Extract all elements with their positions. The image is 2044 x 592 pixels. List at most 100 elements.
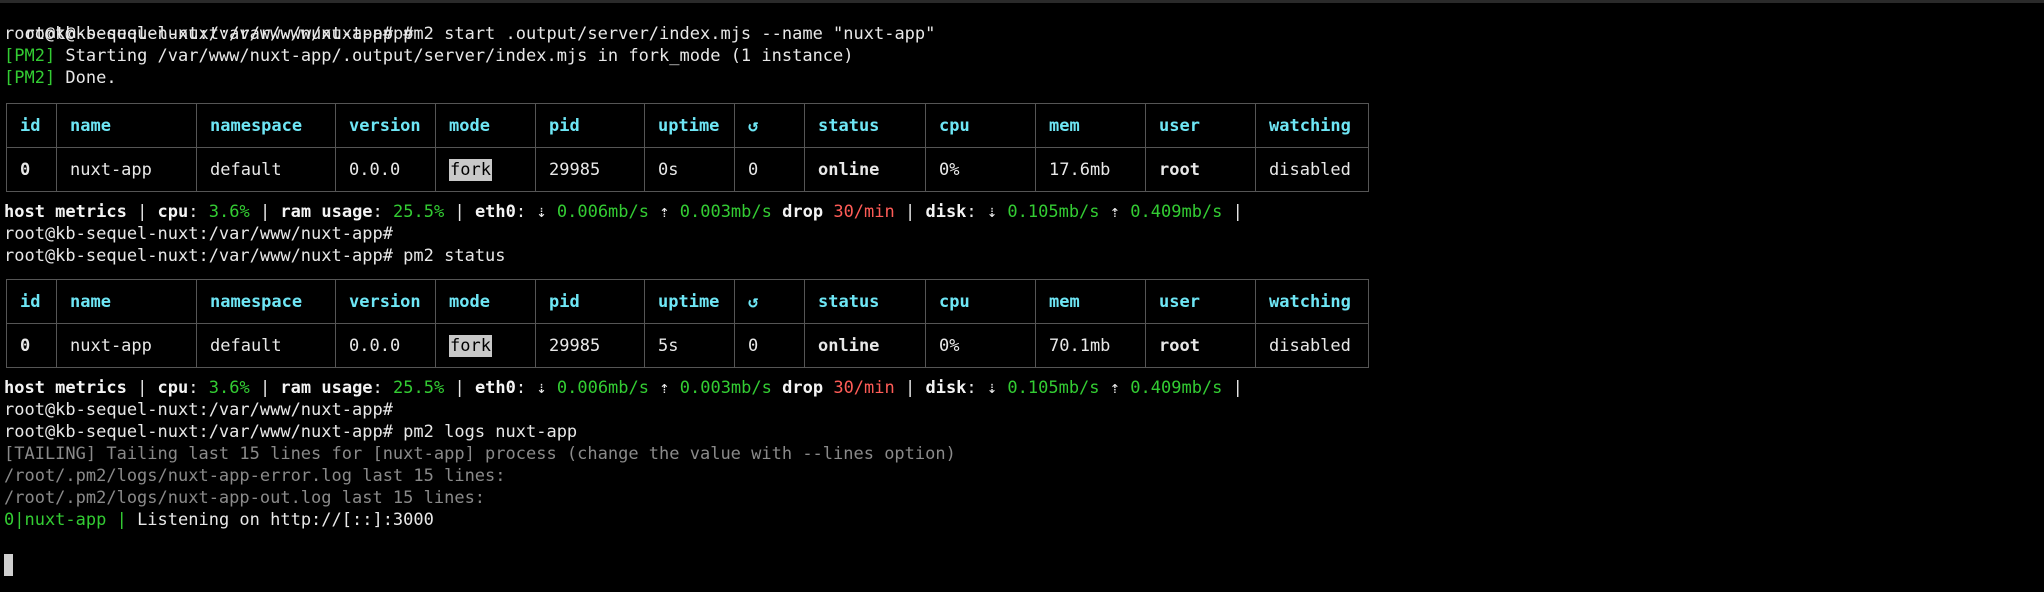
up-arrow-icon: ⇡ xyxy=(659,378,670,398)
eth-label: eth0 xyxy=(474,378,516,398)
eth-down-value: 0.006mb/s xyxy=(556,378,649,398)
metrics-separator: | xyxy=(126,202,158,222)
process-table: id name namespace version mode pid uptim… xyxy=(6,279,1369,368)
cell-user: root xyxy=(1145,147,1256,192)
prompt: root@kb-sequel-nuxt:/var/www/nuxt-app# xyxy=(4,422,393,442)
mode-badge: fork xyxy=(449,158,492,181)
prompt-line: root@kb-sequel-nuxt:/var/www/nuxt-app# xyxy=(4,223,393,245)
cell-pid: 29985 xyxy=(535,323,645,368)
out-log-header: /root/.pm2/logs/nuxt-app-out.log last 15… xyxy=(4,488,486,508)
cell-id: 0 xyxy=(6,147,57,192)
disk-read-value: 0.105mb/s xyxy=(1007,202,1100,222)
cell-namespace: default xyxy=(196,147,336,192)
process-table: id name namespace version mode pid uptim… xyxy=(6,103,1369,192)
cell-version: 0.0.0 xyxy=(335,323,436,368)
cell-name: nuxt-app xyxy=(56,147,197,192)
down-arrow-icon: ⇣ xyxy=(986,378,998,398)
header-cpu: cpu xyxy=(925,103,1036,148)
log-entry: 0|nuxt-app | Listening on http://[::]:30… xyxy=(4,509,434,531)
prompt: root@kb-sequel-nuxt:/var/www/nuxt-app# xyxy=(4,246,393,266)
terminal-cursor[interactable] xyxy=(4,554,13,576)
header-pid: pid xyxy=(535,103,645,148)
down-arrow-icon: ⇣ xyxy=(986,202,998,222)
log-text: Listening on http://[::]:3000 xyxy=(126,510,434,530)
cpu-label: cpu xyxy=(157,202,189,222)
ram-label: ram usage xyxy=(280,202,373,222)
header-name: name xyxy=(56,103,197,148)
header-name: name xyxy=(56,279,197,324)
ram-value: 25.5% xyxy=(393,378,445,398)
colon: : xyxy=(188,378,209,398)
header-status: status xyxy=(804,279,926,324)
mode-badge: fork xyxy=(449,334,492,357)
colon: : xyxy=(372,202,394,222)
command-text: pm2 start .output/server/index.mjs --nam… xyxy=(392,24,936,44)
ram-label: ram usage xyxy=(280,378,373,398)
header-version: version xyxy=(335,279,436,324)
drop-label: drop xyxy=(782,202,824,222)
cell-mode: fork xyxy=(435,147,536,192)
prompt: root@kb-sequel-nuxt:/var/www/nuxt-app# xyxy=(4,224,393,244)
header-mem: mem xyxy=(1035,103,1146,148)
pm2-tag: [PM2] xyxy=(4,68,56,88)
done-message-text: Done. xyxy=(55,68,117,88)
header-version: version xyxy=(335,103,436,148)
cell-pid: 29985 xyxy=(535,147,645,192)
up-arrow-icon: ⇡ xyxy=(1109,378,1121,398)
start-message-text: Starting /var/www/nuxt-app/.output/serve… xyxy=(55,46,854,66)
host-metrics-line: host metrics | cpu: 3.6% | ram usage: 25… xyxy=(4,377,1243,399)
eth-up-value: 0.003mb/s xyxy=(679,202,772,222)
colon: : xyxy=(372,378,394,398)
drop-value: 30/min xyxy=(833,202,895,222)
header-id: id xyxy=(6,279,57,324)
header-namespace: namespace xyxy=(196,103,336,148)
cell-cpu: 0% xyxy=(925,147,1036,192)
table-header-row: id name namespace version mode pid uptim… xyxy=(6,279,1369,324)
header-cpu: cpu xyxy=(925,279,1036,324)
cell-user: root xyxy=(1145,323,1256,368)
cell-mem: 70.1mb xyxy=(1035,323,1146,368)
log-prefix: 0|nuxt-app | xyxy=(4,510,127,530)
header-mem: mem xyxy=(1035,279,1146,324)
prompt: root@kb-sequel-nuxt:/var/www/nuxt-app# xyxy=(24,24,414,44)
disk-read-value: 0.105mb/s xyxy=(1007,378,1100,398)
drop-value: 30/min xyxy=(833,378,895,398)
cell-restarts: 0 xyxy=(734,147,805,192)
header-user: user xyxy=(1145,103,1256,148)
metrics-separator: | xyxy=(894,378,926,398)
cpu-value: 3.6% xyxy=(208,202,250,222)
metrics-separator: | xyxy=(249,378,281,398)
window-top-edge xyxy=(0,0,2044,3)
cell-namespace: default xyxy=(196,323,336,368)
prompt: root@kb-sequel-nuxt:/var/www/nuxt-app# xyxy=(4,24,393,44)
prompt: root@kb-sequel-nuxt:/var/www/nuxt-app# xyxy=(4,400,393,420)
cell-cpu: 0% xyxy=(925,323,1036,368)
header-watching: watching xyxy=(1255,279,1369,324)
colon: : xyxy=(188,202,209,222)
header-watching: watching xyxy=(1255,103,1369,148)
header-restarts: ↺ xyxy=(734,279,805,324)
header-namespace: namespace xyxy=(196,279,336,324)
metrics-end: | xyxy=(1222,202,1243,222)
up-arrow-icon: ⇡ xyxy=(659,202,670,222)
cell-watching: disabled xyxy=(1255,323,1369,368)
command-line-logs: root@kb-sequel-nuxt:/var/www/nuxt-app# p… xyxy=(4,421,577,443)
pm2-done-message: [PM2] Done. xyxy=(4,67,117,89)
down-arrow-icon: ⇣ xyxy=(536,378,547,398)
metrics-separator: | xyxy=(444,378,475,398)
colon: : xyxy=(966,378,987,398)
header-restarts: ↺ xyxy=(734,103,805,148)
header-id: id xyxy=(6,103,57,148)
disk-write-value: 0.409mb/s xyxy=(1130,378,1223,398)
header-pid: pid xyxy=(535,279,645,324)
command-text: pm2 logs nuxt-app xyxy=(392,422,578,442)
cell-uptime: 0s xyxy=(644,147,735,192)
header-user: user xyxy=(1145,279,1256,324)
cell-version: 0.0.0 xyxy=(335,147,436,192)
table-row: 0 nuxt-app default 0.0.0 fork 29985 0s 0… xyxy=(6,147,1369,192)
host-metrics-label: host metrics xyxy=(4,378,127,398)
prompt-line: root@kb-sequel-nuxt:/var/www/nuxt-app# xyxy=(4,1,413,44)
header-uptime: uptime xyxy=(644,279,735,324)
metrics-separator: | xyxy=(249,202,281,222)
command-text: pm2 status xyxy=(392,246,506,266)
